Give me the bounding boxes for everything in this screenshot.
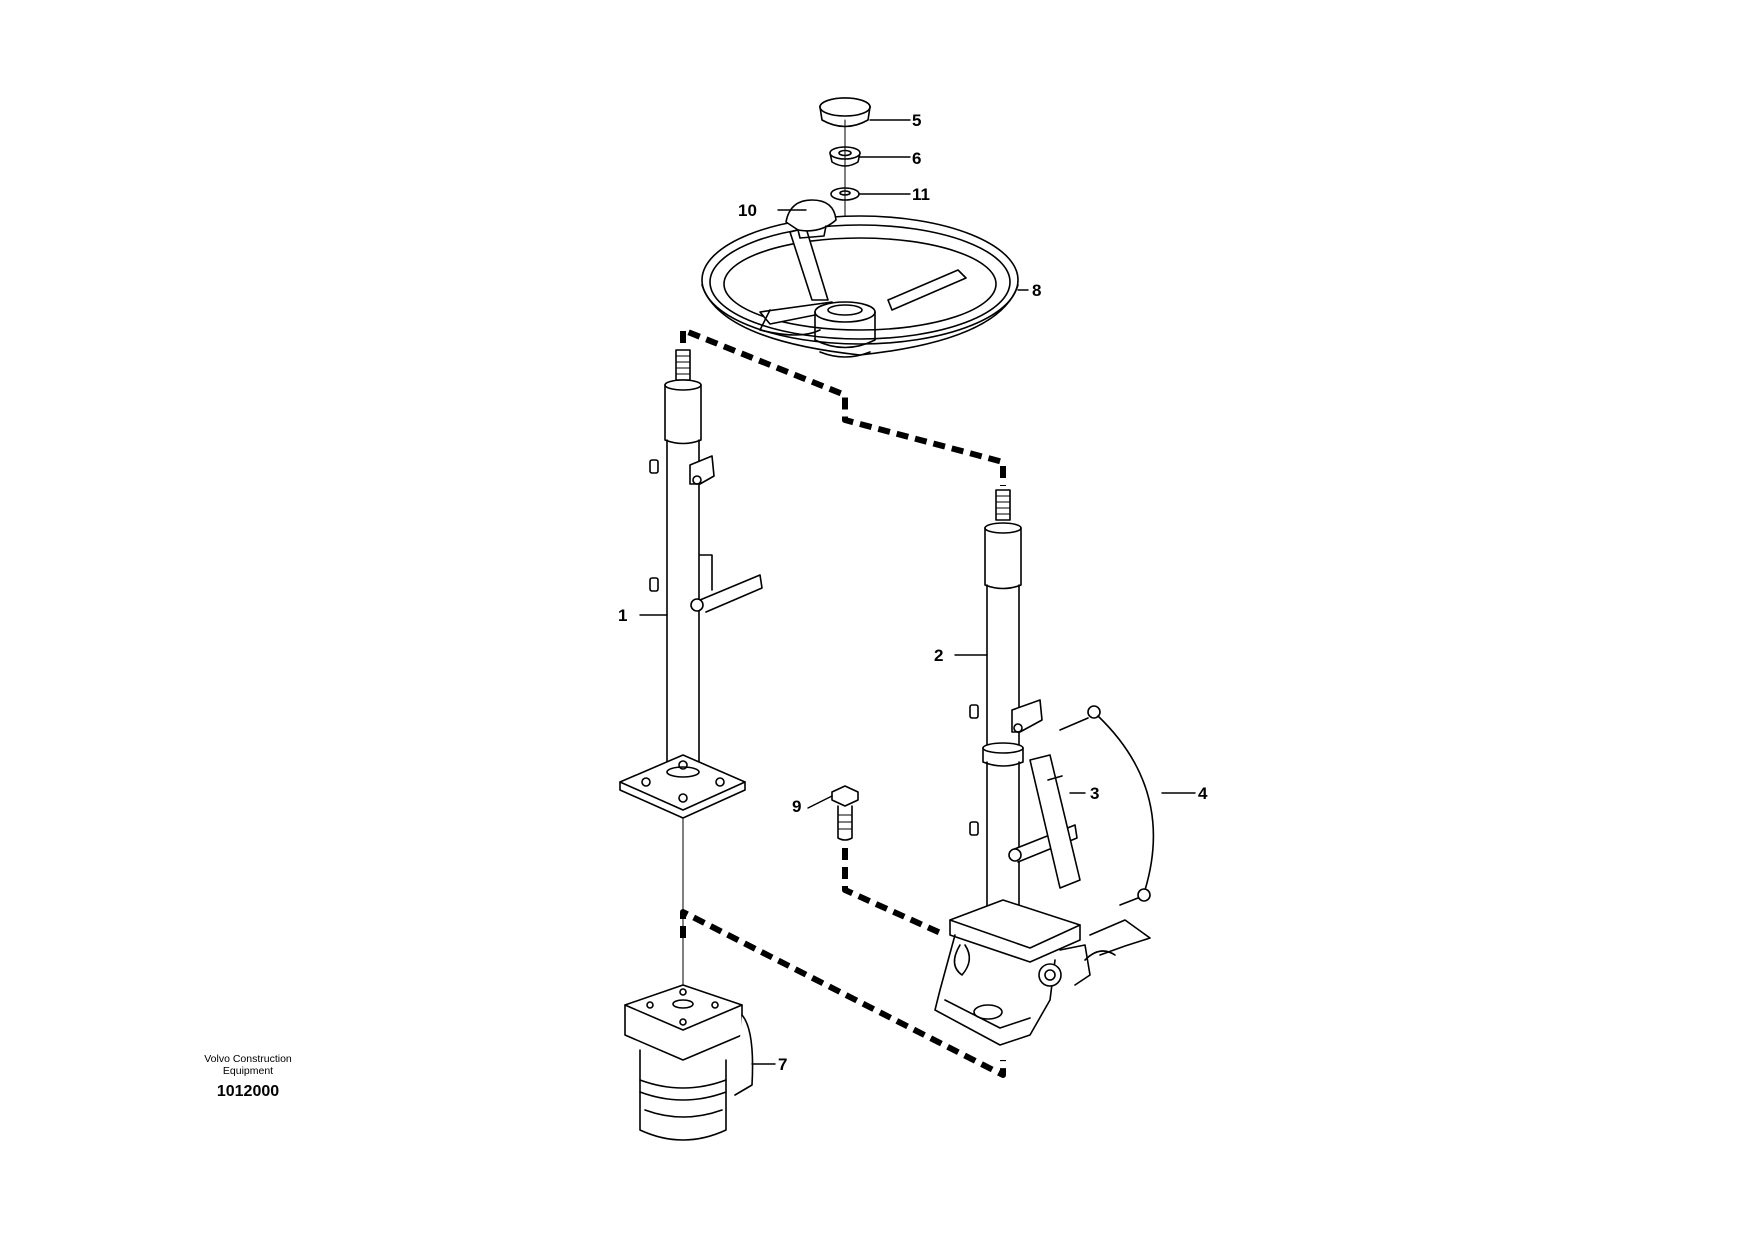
callout-2: 2: [934, 646, 943, 665]
diagram-code: 1012000: [216, 1083, 280, 1100]
callout-9: 9: [792, 797, 801, 816]
steering-valve-part: [624, 984, 754, 1141]
screw-part: [831, 785, 859, 841]
callout-6: 6: [912, 149, 921, 168]
steering-wheel-part: [701, 215, 1019, 358]
knob-part: [785, 199, 837, 239]
callout-4: 4: [1198, 784, 1208, 803]
callout-1: 1: [618, 606, 627, 625]
callout-11: 11: [912, 185, 930, 204]
fixed-column-part: [619, 349, 763, 1001]
adjustable-column-part: [934, 489, 1151, 1046]
callout-10: 10: [738, 201, 757, 220]
brand-label: Volvo Construction Equipment: [204, 1053, 292, 1077]
diagram-caption: Volvo Construction Equipment 1012000: [178, 1053, 318, 1101]
leader-lines: [639, 119, 1196, 1065]
callout-7: 7: [778, 1055, 787, 1074]
callout-5: 5: [912, 111, 921, 130]
callout-8: 8: [1032, 281, 1041, 300]
callout-3: 3: [1090, 784, 1099, 803]
cable-part: [1059, 705, 1155, 906]
